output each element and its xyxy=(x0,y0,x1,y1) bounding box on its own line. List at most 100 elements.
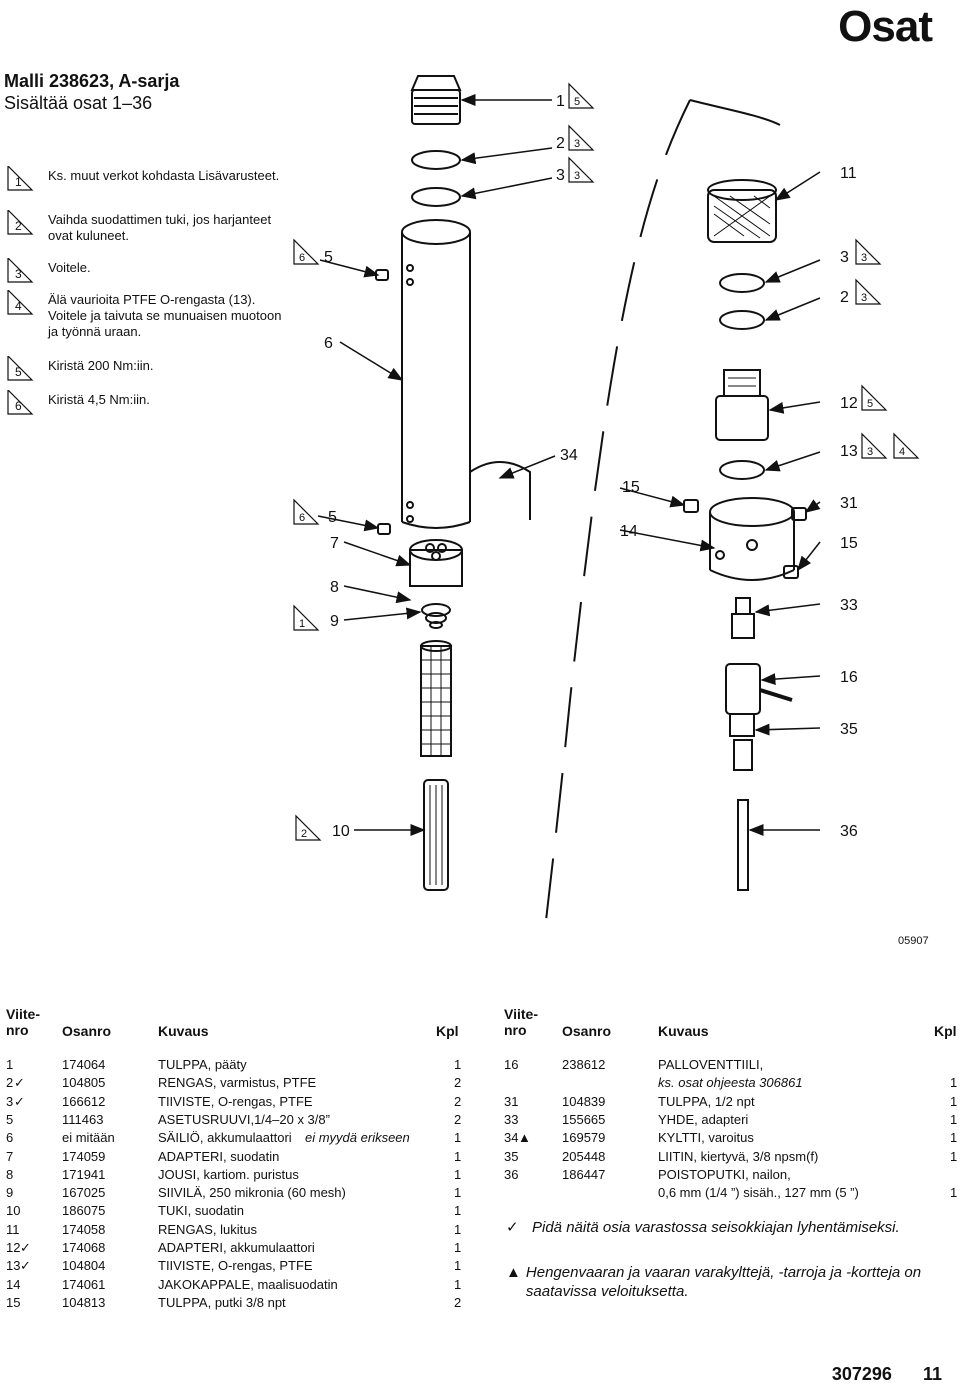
cell-part: 174058 xyxy=(62,1221,106,1237)
callout-13: 13 xyxy=(840,443,858,460)
svg-text:4: 4 xyxy=(15,299,22,313)
callout-2b: 2 xyxy=(840,289,849,306)
plug-part xyxy=(683,499,699,513)
model-info: Malli 238623, A-sarja Sisältää osat 1–36 xyxy=(4,70,179,114)
table-header-qty-right: Kpl xyxy=(934,1023,957,1039)
cell-qty: 1 xyxy=(950,1130,958,1146)
cell-desc: JAKOKAPPALE, maalisuodatin xyxy=(158,1276,338,1292)
cell-mark: ✓ xyxy=(20,1258,31,1274)
callout-15b: 15 xyxy=(840,535,858,552)
note-triangle-icon: 4 xyxy=(893,432,920,459)
note-triangle-icon: 3 xyxy=(7,258,34,283)
cell-ref: 33 xyxy=(504,1111,519,1127)
lock-ring-part xyxy=(707,179,777,243)
retaining-ring-part-2 xyxy=(719,310,765,330)
callout-3: 3 xyxy=(556,167,565,184)
cell-qty: 2 xyxy=(454,1093,462,1109)
warning-triangle-icon: ▲ xyxy=(506,1264,521,1281)
cell-ref: 2 xyxy=(6,1075,14,1091)
cell-ref: 6 xyxy=(6,1130,14,1146)
note-text: Kiristä 4,5 Nm:iin. xyxy=(48,392,150,407)
callout-33: 33 xyxy=(840,597,858,614)
note-text: Voitele. xyxy=(48,260,91,275)
svg-text:1: 1 xyxy=(15,175,22,189)
figure-id: 05907 xyxy=(898,935,929,947)
cell-desc: RENGAS, varmistus, PTFE xyxy=(158,1075,317,1091)
filter-adapter-part xyxy=(409,539,463,587)
svg-text:1: 1 xyxy=(299,618,305,630)
spring-part xyxy=(421,603,451,629)
cell-ref: 31 xyxy=(504,1093,519,1109)
callout-9: 9 xyxy=(330,613,339,630)
cell-qty: 1 xyxy=(950,1075,958,1091)
svg-text:4: 4 xyxy=(899,446,905,458)
note-triangle-icon: 1 xyxy=(7,166,34,191)
table-header-desc-left: Kuvaus xyxy=(158,1023,209,1039)
retaining-ring-part xyxy=(411,150,461,170)
cell-qty: 2 xyxy=(454,1294,462,1310)
checkmark-icon: ✓ xyxy=(506,1219,519,1236)
legend-spare-parts: ✓ Pidä näitä osia varastossa seisokkiaja… xyxy=(506,1219,900,1236)
table-header-part-right: Osanro xyxy=(562,1023,612,1039)
svg-text:5: 5 xyxy=(15,365,22,379)
exploded-parts-diagram: 1 2 3 11 3 2 12 13 34 15 14 31 15 33 16 … xyxy=(293,75,929,947)
cell-ref: 1 xyxy=(6,1057,14,1072)
cell-qty: 2 xyxy=(454,1075,462,1091)
plug-part-2 xyxy=(791,507,807,521)
table-header-desc-right: Kuvaus xyxy=(658,1023,709,1039)
note-text: Kiristä 200 Nm:iin. xyxy=(48,358,154,373)
cell-qty: 1 xyxy=(950,1111,958,1127)
svg-text:3: 3 xyxy=(861,292,867,304)
cell-part: 238612 xyxy=(562,1057,606,1072)
fitting-adapter-part xyxy=(731,597,755,639)
callout-2: 2 xyxy=(556,135,565,152)
cell-ref: 15 xyxy=(6,1294,21,1310)
accumulator-adapter-part xyxy=(715,369,769,441)
cell-ref: 16 xyxy=(504,1057,519,1072)
cell-part: 174061 xyxy=(62,1276,106,1292)
cell-part: ei mitään xyxy=(62,1130,115,1146)
note-triangle-icon: 3 xyxy=(568,156,595,183)
callout-1: 1 xyxy=(556,93,565,110)
callout-34: 34 xyxy=(560,447,578,464)
cell-ref: 3 xyxy=(6,1093,14,1109)
svg-text:2: 2 xyxy=(15,219,22,233)
svg-text:3: 3 xyxy=(15,267,22,281)
note-triangle-icon: 3 xyxy=(855,278,882,305)
cell-part: 186075 xyxy=(62,1203,106,1219)
cell-ref: 10 xyxy=(6,1203,21,1219)
cell-desc: ADAPTERI, akkumulaattori xyxy=(158,1240,315,1255)
cell-part: 171941 xyxy=(62,1166,106,1182)
document-number: 307296 xyxy=(831,1364,892,1384)
cell-part: 186447 xyxy=(562,1166,606,1182)
note-item: 5 Kiristä 200 Nm:iin. xyxy=(6,356,288,382)
cell-qty: 1 xyxy=(454,1166,462,1182)
callout-15a: 15 xyxy=(622,479,640,496)
note-triangle-icon: 6 xyxy=(293,498,320,525)
callout-5b: 5 xyxy=(328,509,337,526)
note-triangle-icon: 5 xyxy=(568,82,595,109)
cell-desc: RENGAS, lukitus xyxy=(158,1221,257,1237)
cell-mark: ✓ xyxy=(14,1093,25,1109)
callout-14: 14 xyxy=(620,523,638,540)
drain-tube-part xyxy=(737,799,749,891)
cell-mark: ▲ xyxy=(518,1130,531,1146)
set-screw-part-2 xyxy=(377,523,391,535)
svg-text:5: 5 xyxy=(574,96,580,108)
cell-part: 104804 xyxy=(62,1258,106,1274)
cell-part: 104805 xyxy=(62,1075,106,1091)
cell-mark: ✓ xyxy=(20,1240,31,1255)
page-number: 11 xyxy=(922,1364,942,1384)
cell-desc: TULPPA, 1/2 npt xyxy=(658,1093,755,1109)
manifold-part xyxy=(709,497,795,581)
cell-ref: 11 xyxy=(6,1221,20,1237)
cell-part: 166612 xyxy=(62,1093,106,1109)
note-triangle-icon: 2 xyxy=(7,210,34,235)
filter-support-part xyxy=(423,779,449,891)
cell-desc: TULPPA, pääty xyxy=(158,1057,247,1072)
cell-qty: 1 xyxy=(950,1185,958,1201)
callout-7: 7 xyxy=(330,535,339,552)
cell-part: 104839 xyxy=(562,1093,606,1109)
